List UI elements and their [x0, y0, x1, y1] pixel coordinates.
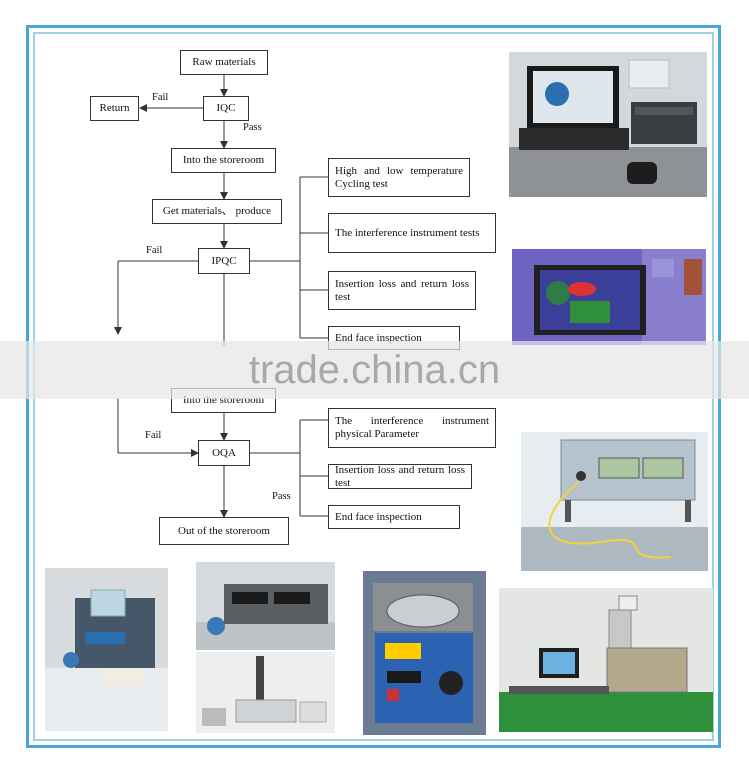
- photo-loss-tester: [521, 432, 708, 571]
- photo-test-bench: [499, 588, 713, 732]
- oqa-test-interference: The interference instrument physical Par…: [328, 408, 496, 448]
- watermark-text: trade.china.cn: [248, 348, 501, 392]
- pass-label-oqa: Pass: [272, 491, 291, 502]
- raw-materials-box: Raw materials: [180, 50, 268, 75]
- fail-label-ipqc: Fail: [146, 245, 163, 256]
- oqa-test-insertion-loss: Insertion loss and return loss test: [328, 464, 472, 489]
- photo-microscope: [196, 652, 335, 733]
- into-storeroom-box: Into the storeroom: [171, 148, 276, 173]
- photo-end-face-polisher: [45, 568, 168, 731]
- fail-label-iqc: Fail: [152, 92, 169, 103]
- iqc-box: IQC: [203, 96, 249, 121]
- oqa-box: OQA: [198, 440, 250, 466]
- ipqc-test-insertion-loss: Insertion loss and return loss test: [328, 271, 476, 310]
- get-materials-box: Get materials、 produce: [152, 199, 282, 224]
- ipqc-test-interference: The interference instrument tests: [328, 213, 496, 253]
- photo-measure-instrument: [196, 562, 335, 650]
- oqa-test-end-face: End face inspection: [328, 505, 460, 529]
- ipqc-box: IPQC: [198, 248, 250, 274]
- fail-label-oqa: Fail: [145, 430, 162, 441]
- watermark-band: [0, 341, 749, 399]
- out-storeroom-box: Out of the storeroom: [159, 517, 289, 545]
- photo-interferometer-laptop: [512, 249, 706, 345]
- return-box: Return: [90, 96, 139, 121]
- pass-label-iqc: Pass: [243, 122, 262, 133]
- ipqc-test-cycling: High and low temperature Cycling test: [328, 158, 470, 197]
- photo-laptop-instrument: [509, 52, 707, 197]
- photo-polishing-machine: [363, 571, 486, 735]
